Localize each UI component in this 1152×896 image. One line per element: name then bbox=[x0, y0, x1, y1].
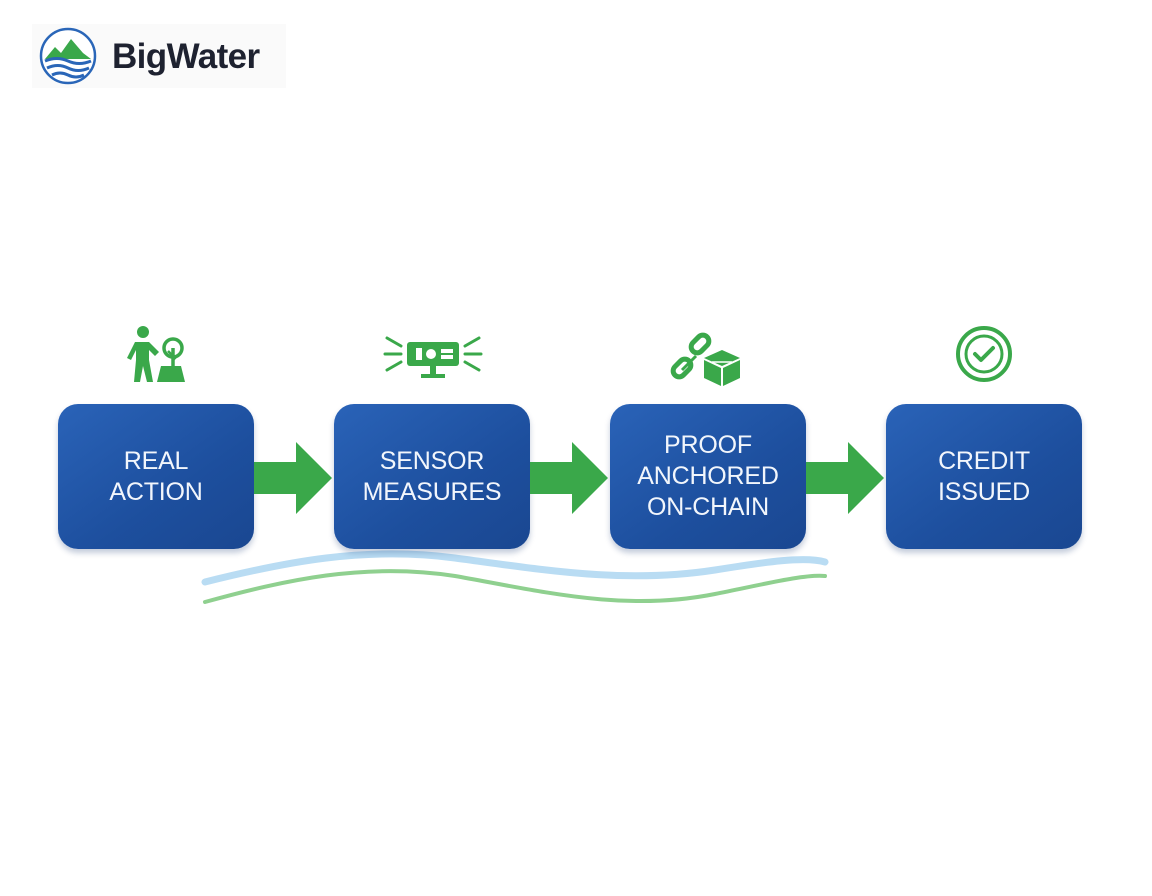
sensor-device-icon bbox=[383, 336, 483, 378]
step-real-action: REAL ACTION bbox=[58, 404, 254, 549]
decorative-wave bbox=[201, 550, 829, 604]
flow-arrow-icon bbox=[806, 442, 884, 514]
step-label: REAL ACTION bbox=[109, 446, 203, 506]
flow-arrow-icon bbox=[254, 442, 332, 514]
step-credit-issued: CREDIT ISSUED bbox=[886, 404, 1082, 549]
step-label: CREDIT ISSUED bbox=[938, 446, 1030, 506]
check-circle-icon bbox=[956, 326, 1012, 382]
step-label: SENSOR MEASURES bbox=[362, 446, 502, 506]
step-label: PROOF ANCHORED ON-CHAIN bbox=[637, 431, 779, 521]
flow-arrow-icon bbox=[530, 442, 608, 514]
person-planting-tree-icon bbox=[127, 326, 185, 382]
step-proof-anchored-on-chain: PROOF ANCHORED ON-CHAIN bbox=[610, 404, 806, 549]
brand-logo: BigWater bbox=[32, 24, 286, 88]
logo-mountain-water-icon bbox=[39, 27, 97, 85]
brand-name: BigWater bbox=[112, 37, 260, 76]
chain-link-blocks-icon bbox=[670, 332, 740, 386]
step-sensor-measures: SENSOR MEASURES bbox=[334, 404, 530, 549]
